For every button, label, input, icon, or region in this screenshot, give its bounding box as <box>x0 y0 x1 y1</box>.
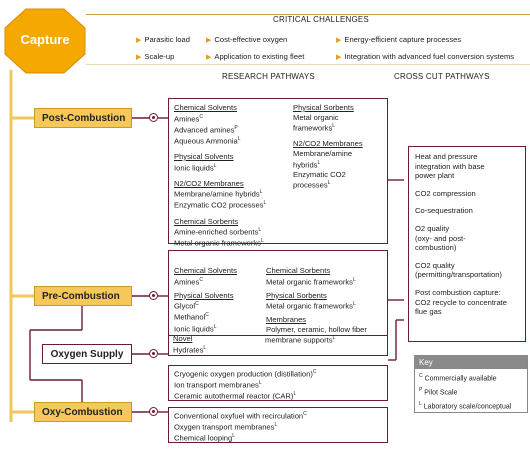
section-title: Chemical Solvents <box>174 103 237 112</box>
octagon-shape <box>4 8 86 74</box>
section-title: N2/CO2 Membranes <box>174 178 244 188</box>
stage-post-combustion: Post-Combustion <box>34 108 132 128</box>
pre-membrane-supports: membrane supportsL <box>265 335 336 345</box>
section-title: N2/CO2 Membranes <box>293 139 363 149</box>
section-title: Physical Sorbents <box>293 103 354 112</box>
pre-right-column: Chemical Sorbents Metal organic framewor… <box>266 266 367 335</box>
pre-box-extension <box>168 332 388 356</box>
challenge-item: ▶Cost-effective oxygen <box>206 35 288 44</box>
stage-oxy-combustion: Oxy-Combustion <box>34 402 132 422</box>
arrow-right-icon: ▶ <box>336 53 342 61</box>
header-rule <box>86 14 530 15</box>
section-title: Chemical Sorbents <box>174 216 239 226</box>
capture-octagon: Capture <box>4 8 86 74</box>
challenge-item: ▶Energy-efficient capture processes <box>336 35 462 44</box>
challenge-item: ▶Parasitic load <box>136 35 190 44</box>
challenge-item: ▶Application to existing fleet <box>206 52 305 61</box>
connector-dot <box>149 113 158 122</box>
oxy-combustion-box: Conventional oxyfuel with recirculationC… <box>168 407 388 443</box>
section-title: Chemical Solvents <box>174 266 237 275</box>
stage-pre-combustion: Pre-Combustion <box>34 286 132 306</box>
pre-left-column: Chemical Solvents AminesC Physical Solve… <box>174 266 237 334</box>
arrow-right-icon: ▶ <box>336 36 342 44</box>
pre-novel-group: Novel HydratesL <box>173 334 207 355</box>
capture-label: Capture <box>20 32 70 47</box>
connector-dot <box>149 349 158 358</box>
challenge-item: ▶Integration with advanced fuel conversi… <box>336 52 515 61</box>
oxygen-supply-box: Cryogenic oxygen production (distillatio… <box>168 365 388 401</box>
section-title: Membranes <box>266 315 307 325</box>
arrow-right-icon: ▶ <box>206 36 212 44</box>
arrow-right-icon: ▶ <box>206 53 212 61</box>
key-title: Key <box>415 356 527 369</box>
crosscut-pathways-header: CROSS CUT PATHWAYS <box>394 72 490 81</box>
critical-challenges-header: CRITICAL CHALLENGES <box>273 15 369 24</box>
section-title: Physical Sorbents <box>266 290 327 300</box>
arrow-right-icon: ▶ <box>136 36 142 44</box>
section-title: Chemical Sorbents <box>266 266 331 275</box>
connector-dot <box>149 291 158 300</box>
arrow-right-icon: ▶ <box>136 53 142 61</box>
pre-combustion-box: Chemical Solvents AminesC Physical Solve… <box>168 250 388 336</box>
section-title: Physical Solvents <box>174 151 234 161</box>
challenge-item: ▶Scale-up <box>136 52 175 61</box>
post-left-column: Chemical Solvents AminesC Advanced amine… <box>174 103 267 248</box>
post-right-column: Physical Sorbents Metal organic framewor… <box>293 103 363 190</box>
header-rule-lower <box>86 64 530 65</box>
section-title: Novel <box>173 334 193 343</box>
research-pathways-header: RESEARCH PATHWAYS <box>222 72 315 81</box>
post-combustion-box: Chemical Solvents AminesC Advanced amine… <box>168 98 388 248</box>
stage-oxygen-supply: Oxygen Supply <box>42 344 132 364</box>
connector-dot <box>149 407 158 416</box>
section-title: Physical Solvents <box>174 290 234 300</box>
crosscut-box: Heat and pressure integration with base … <box>408 146 526 342</box>
legend-key: Key C Commercially available P Pilot Sca… <box>414 355 528 413</box>
